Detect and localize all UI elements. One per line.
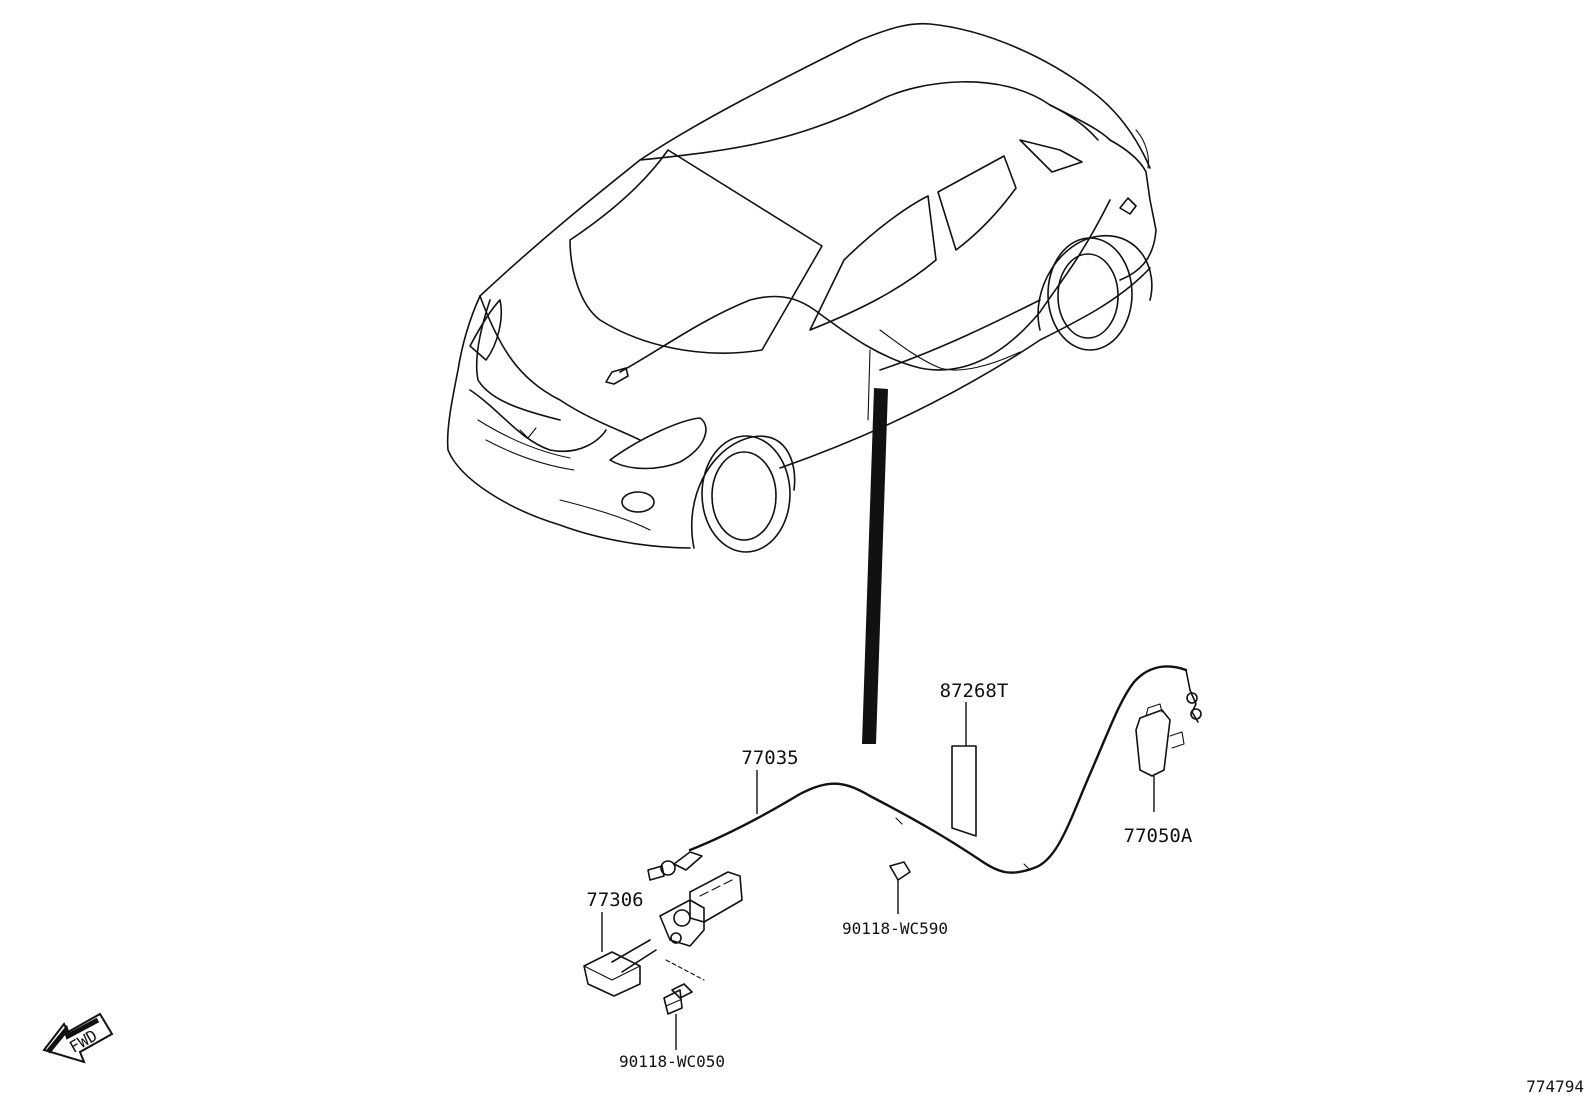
cable-clip [889,861,911,914]
assembly-leader [862,388,888,744]
hood-lock [1135,703,1185,812]
figure-id: 774794 [1526,1077,1584,1096]
part-number-cable: 77035 [741,747,798,769]
fwd-arrow-icon: FWD [42,1012,114,1064]
bolt [663,983,693,1050]
car-illustration [446,22,1157,553]
release-cable [647,665,1202,881]
part-number-handle: 77306 [586,889,643,911]
part-number-lock: 77050A [1124,825,1193,847]
part-number-clip: 90118-WC590 [842,919,948,938]
part-label-sticker [951,702,977,837]
part-number-bolt: 90118-WC050 [619,1052,725,1071]
part-number-sticker: 87268T [940,680,1009,702]
release-handle [583,871,743,997]
